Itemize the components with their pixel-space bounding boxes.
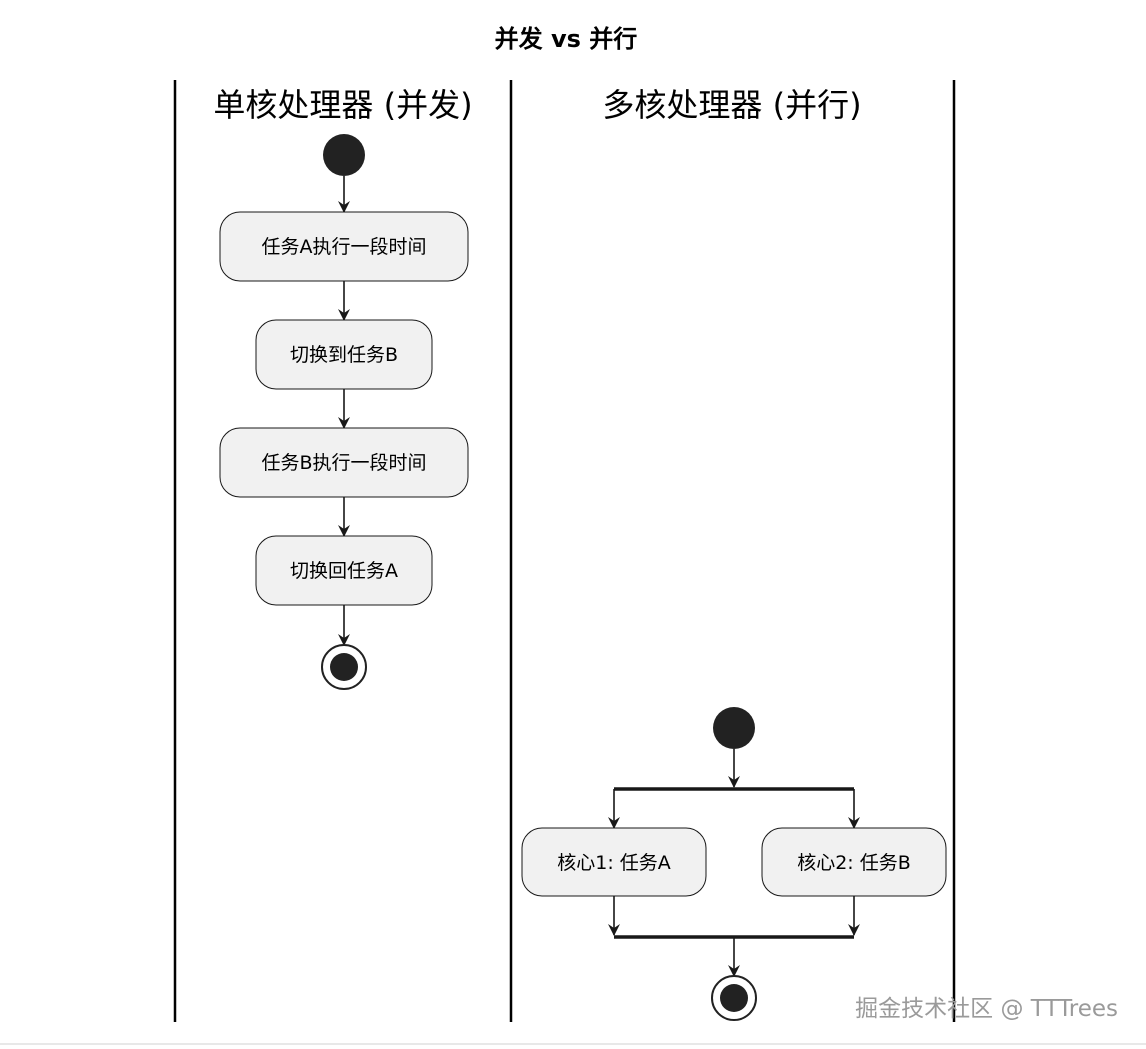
start-node-multi-core (713, 707, 755, 749)
activity-switch-to-b-label: 切换到任务B (290, 344, 398, 366)
lane-title-single-core: 单核处理器 (并发) (213, 86, 472, 124)
end-node-single-core-inner (330, 653, 358, 681)
activity-switch-back-a-label: 切换回任务A (290, 560, 398, 582)
lane-title-multi-core: 多核处理器 (并行) (602, 86, 861, 124)
diagram-title: 并发 vs 并行 (495, 25, 638, 53)
single-core-flow: 任务A执行一段时间 切换到任务B 任务B执行一段时间 切换回任务A (219, 134, 469, 690)
activity-core1-task-a-label: 核心1: 任务A (557, 852, 671, 874)
multi-core-flow: 核心1: 任务A 核心2: 任务B (521, 707, 947, 1021)
start-node-single-core (323, 134, 365, 176)
activity-task-a-run-label: 任务A执行一段时间 (262, 236, 427, 258)
activity-core2-task-b-label: 核心2: 任务B (797, 852, 911, 874)
end-node-multi-core-inner (720, 984, 748, 1012)
activity-task-b-run-label: 任务B执行一段时间 (261, 452, 426, 474)
watermark: 掘金技术社区 @ TTTrees (855, 996, 1118, 1022)
